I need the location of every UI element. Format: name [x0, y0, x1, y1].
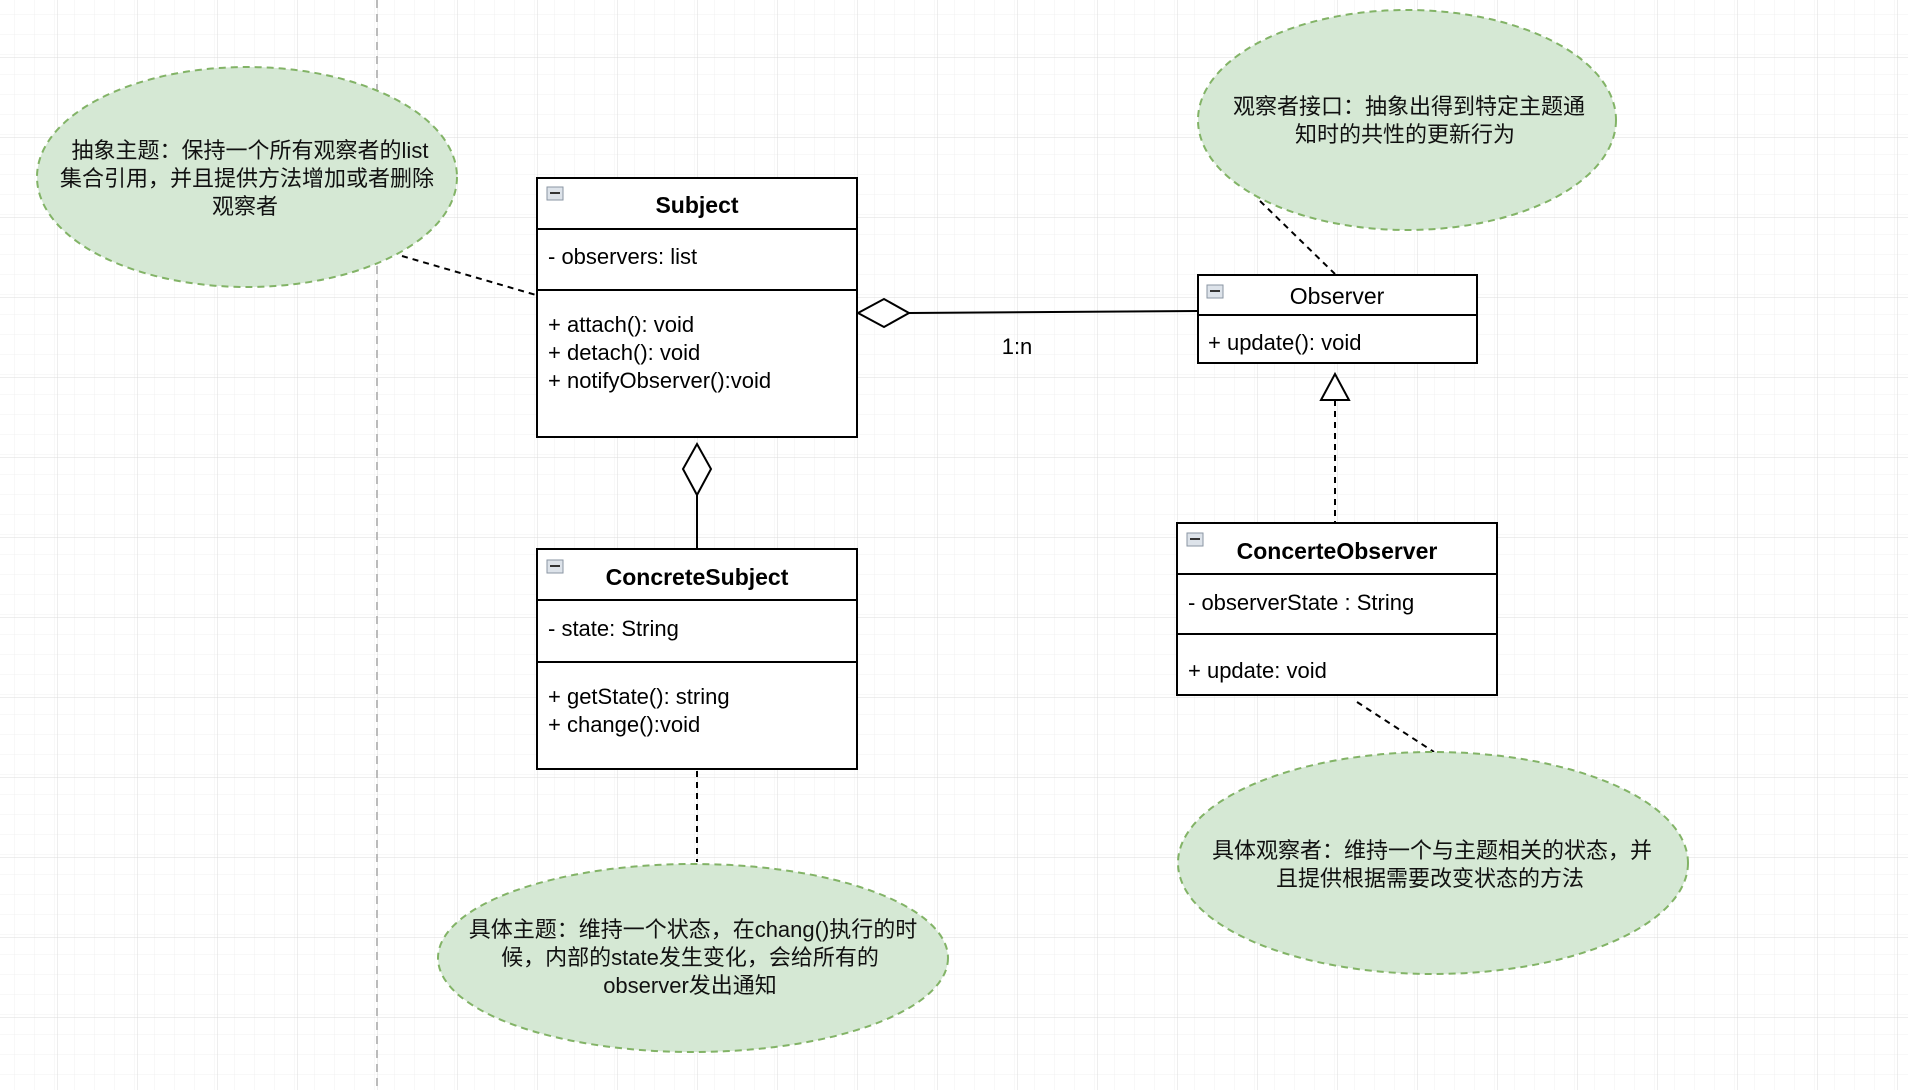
aggregation-line — [908, 310, 1199, 314]
method: + attach(): void — [548, 312, 694, 337]
minus-square-icon[interactable] — [1206, 284, 1224, 299]
class-concrete-subject[interactable]: ConcreteSubject - state: String + getSta… — [536, 548, 858, 770]
class-name: Observer — [1290, 283, 1385, 309]
note-text: observer发出通知 — [603, 973, 777, 998]
attribute: - observerState : String — [1188, 590, 1414, 615]
note-abstract-subject[interactable]: 抽象主题：保持一个所有观察者的list 集合引用，并且提供方法增加或者删除 观察… — [36, 66, 458, 288]
note-observer-interface[interactable]: 观察者接口：抽象出得到特定主题通 知时的共性的更新行为 — [1197, 9, 1617, 231]
minus-square-icon[interactable] — [546, 186, 564, 201]
attribute: - state: String — [548, 616, 679, 641]
minus-square-icon[interactable] — [1186, 532, 1204, 547]
inheritance-diamond — [681, 441, 713, 498]
note-text: 候，内部的state发生变化，会给所有的 — [501, 945, 879, 970]
note-text: 知时的共性的更新行为 — [1295, 122, 1515, 147]
class-name: ConcreteSubject — [606, 564, 789, 590]
aggregation-diamond — [855, 297, 912, 329]
note-link-concrete-observer — [1356, 701, 1435, 753]
class-subject[interactable]: Subject - observers: list + attach(): vo… — [536, 177, 858, 438]
class-observer[interactable]: Observer + update(): void — [1197, 274, 1478, 364]
note-text: 抽象主题：保持一个所有观察者的list — [72, 138, 429, 163]
class-name: ConcerteObserver — [1237, 538, 1438, 564]
method: + getState(): string — [548, 684, 730, 709]
method: + detach(): void — [548, 340, 700, 365]
multiplicity-label: 1:n — [1002, 334, 1033, 359]
note-text: 具体主题：维持一个状态，在chang()执行的时 — [469, 917, 918, 942]
note-link-abstract-subject — [401, 255, 537, 296]
realization-triangle — [1319, 371, 1351, 401]
class-concrete-observer[interactable]: ConcerteObserver - observerState : Strin… — [1176, 522, 1498, 696]
method: + change():void — [548, 712, 700, 737]
connectors: 1:n — [401, 200, 1435, 862]
method: + notifyObserver():void — [548, 368, 771, 393]
method: + update(): void — [1208, 330, 1361, 355]
class-name: Subject — [655, 192, 738, 218]
note-concrete-subject[interactable]: 具体主题：维持一个状态，在chang()执行的时 候，内部的state发生变化，… — [437, 863, 949, 1053]
minus-square-icon[interactable] — [546, 559, 564, 574]
note-text: 观察者 — [212, 194, 278, 219]
attribute: - observers: list — [548, 244, 697, 269]
method: + update: void — [1188, 658, 1327, 683]
note-text: 观察者接口：抽象出得到特定主题通 — [1233, 94, 1585, 119]
note-text: 集合引用，并且提供方法增加或者删除 — [60, 166, 434, 191]
note-text: 且提供根据需要改变状态的方法 — [1276, 866, 1584, 891]
note-text: 具体观察者：维持一个与主题相关的状态，并 — [1212, 838, 1652, 863]
note-concrete-observer[interactable]: 具体观察者：维持一个与主题相关的状态，并 且提供根据需要改变状态的方法 — [1177, 751, 1689, 975]
